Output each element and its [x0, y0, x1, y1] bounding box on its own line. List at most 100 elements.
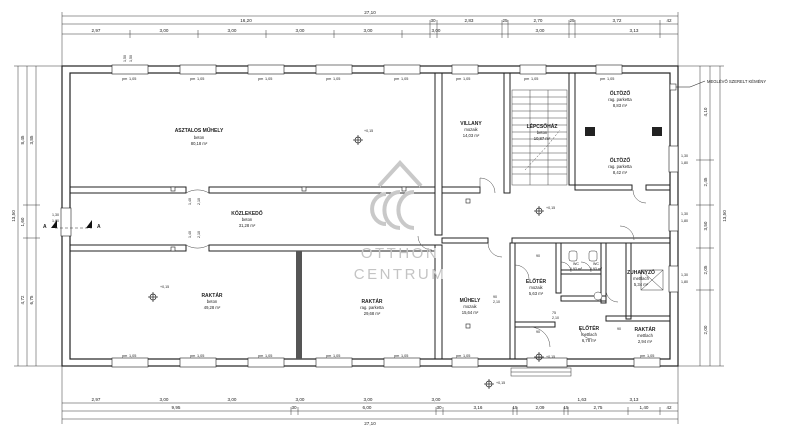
left-dim: 6,75 — [29, 295, 34, 304]
room-area: 80,18 m² — [191, 141, 208, 146]
right-dim: 13,50 — [722, 210, 727, 222]
opening-label: 90 — [536, 330, 540, 334]
column-markers — [170, 186, 471, 329]
top-dim: 3,00 — [536, 28, 545, 33]
opening-label: 1,40 — [188, 231, 192, 238]
room-name: VILLANY — [460, 121, 482, 127]
opening-label: 1,40 — [188, 198, 192, 205]
window-label: 1,05 — [531, 77, 538, 81]
window-label: 1,05 — [265, 77, 272, 81]
window-size: 1,50 — [129, 55, 133, 62]
opening-label: 1,30 — [681, 154, 688, 158]
opening-label: 90 — [493, 295, 497, 299]
top-dim: 3,00 — [364, 28, 373, 33]
room-floor: beton — [194, 135, 205, 140]
watermark-line2: CENTRUM — [354, 266, 447, 283]
window-code: pm — [524, 77, 529, 81]
bottom-dim: 1,63 — [578, 397, 587, 402]
watermark-line1: OTTHON — [361, 245, 439, 262]
section-label: A — [97, 224, 101, 230]
room-area: 0,93 m² — [570, 267, 583, 271]
top-dimension-chain — [61, 12, 679, 66]
room-area: 49,28 m² — [204, 305, 221, 310]
room-floor: beton — [537, 130, 548, 135]
room-name: MŰHELY — [460, 297, 481, 304]
room-area: 2,94 m² — [638, 339, 653, 344]
right-dim: 4,10 — [703, 107, 708, 116]
room-floor: rag. parketta — [360, 305, 384, 310]
locker-block — [652, 127, 662, 136]
bottom-dim: 3,16 — [474, 405, 483, 410]
window-label: 1,05 — [197, 77, 204, 81]
bottom-dim: 3,00 — [432, 397, 441, 402]
left-dim: 8,45 — [20, 135, 25, 144]
opening-label: 2,10 — [197, 231, 201, 238]
bottom-dim: 3,00 — [296, 397, 305, 402]
room-name: RAKTÁR — [634, 326, 655, 333]
window-code: pm — [326, 354, 331, 358]
room-area: 14,03 m² — [463, 133, 480, 138]
window-code: pm — [326, 77, 331, 81]
room-name: RAKTÁR — [201, 292, 222, 299]
section-arrow-icon — [51, 220, 92, 228]
opening-label: 1,30 — [681, 212, 688, 216]
right-dim: 2,45 — [703, 177, 708, 186]
room-floor: mettlach — [581, 332, 597, 337]
staircase — [511, 89, 568, 186]
window-code: pm — [258, 77, 263, 81]
room-name: ZUHANYZÓ — [627, 268, 655, 276]
bottom-dim: 30 — [291, 405, 297, 410]
bottom-dim: 42 — [666, 405, 672, 410]
window-label: 1,05 — [607, 77, 614, 81]
room-floor: rag. parketta — [608, 164, 632, 169]
bottom-dim: 3,00 — [228, 397, 237, 402]
top-dim: 25 — [502, 18, 508, 23]
right-dim: 3,50 — [703, 221, 708, 230]
opening-label: 90 — [536, 254, 540, 258]
raktar-partition-wall — [296, 251, 302, 359]
room-name: ELŐTÉR — [526, 277, 547, 285]
left-dim: 13,50 — [11, 210, 16, 222]
window-label: 1,05 — [265, 354, 272, 358]
top-dim: 3,00 — [228, 28, 237, 33]
room-floor: mettlach — [633, 276, 649, 281]
chimney-marker — [669, 80, 706, 91]
window-size: 1,50 — [123, 55, 127, 62]
bottom-dim: 2,75 — [594, 405, 603, 410]
window-code: pm — [456, 77, 461, 81]
bottom-dim: 2,09 — [536, 405, 545, 410]
window-code: pm — [640, 354, 645, 358]
room-name: ASZTALOS MŰHELY — [175, 127, 224, 134]
window-code: pm — [122, 77, 127, 81]
window-label: 1,05 — [647, 354, 654, 358]
room-name: ÖLTÖZŐ — [610, 157, 631, 164]
top-dim: 3,00 — [160, 28, 169, 33]
top-window-openings — [111, 64, 623, 75]
level-label: +0,15 — [160, 285, 169, 289]
opening-label: 2,10 — [197, 198, 201, 205]
window-code: pm — [600, 77, 605, 81]
brand-watermark: OTTHON CENTRUM — [354, 160, 447, 283]
room-name: KÖZLEKEDŐ — [231, 210, 263, 217]
right-dim: 2,05 — [703, 265, 708, 274]
room-name: WC — [593, 262, 599, 266]
window-label: 1,05 — [463, 77, 470, 81]
bottom-total-dim: 27,10 — [364, 421, 376, 426]
bottom-dim: 6,00 — [363, 405, 372, 410]
room-floor: mozaik — [463, 304, 477, 309]
window-code: pm — [258, 354, 263, 358]
right-window-openings — [668, 145, 679, 293]
window-code: pm — [190, 77, 195, 81]
room-name: WC — [573, 262, 579, 266]
bottom-dim: 3,00 — [364, 397, 373, 402]
bottom-dim: 2,97 — [92, 397, 101, 402]
window-code: pm — [122, 354, 127, 358]
bottom-dim: 30 — [436, 405, 442, 410]
level-label: +0,15 — [496, 381, 505, 385]
opening-label: 75 — [552, 311, 556, 315]
bottom-dimension-chain — [61, 365, 679, 424]
locker-block — [585, 127, 595, 136]
room-name: RAKTÁR — [361, 298, 382, 305]
room-area: 0,93 m² — [590, 267, 603, 271]
top-dim: 2,70 — [534, 18, 543, 23]
